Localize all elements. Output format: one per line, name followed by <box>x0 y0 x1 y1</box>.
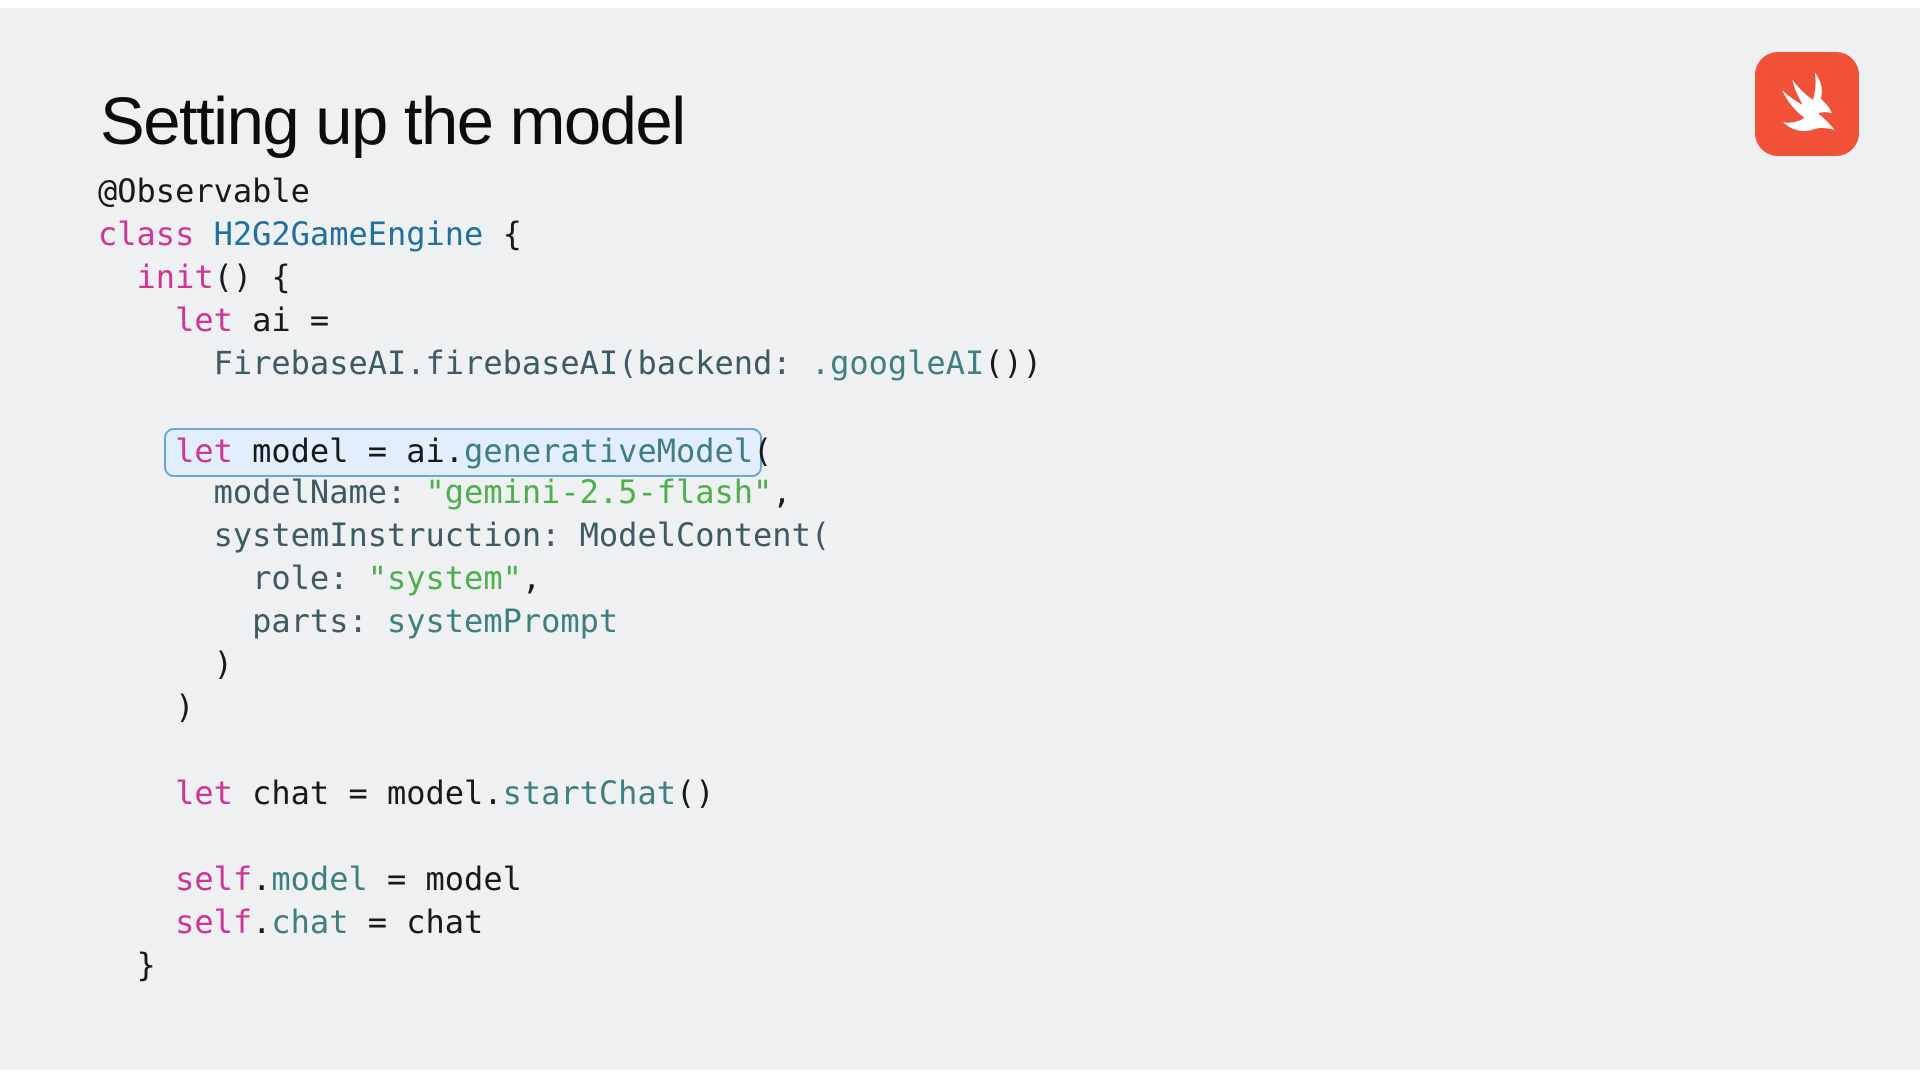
code-token-keyword: let <box>175 774 233 812</box>
code-token-plain: ()) <box>984 344 1043 382</box>
code-token-plain <box>98 344 214 382</box>
code-line: ) <box>98 686 1042 729</box>
code-token-plain: ) <box>98 645 233 683</box>
code-line <box>98 729 1042 772</box>
code-line: } <box>98 944 1042 987</box>
code-line: role: "system", <box>98 557 1042 600</box>
code-token-plain: , <box>772 473 792 511</box>
code-token-plain: ) <box>98 688 195 726</box>
code-token-plain <box>348 559 367 597</box>
code-line: systemInstruction: ModelContent( <box>98 514 1042 557</box>
page-title: Setting up the model <box>100 83 686 159</box>
code-line: let ai = <box>98 299 1042 342</box>
code-token-keyword: init <box>136 258 214 296</box>
code-token-type: H2G2GameEngine <box>213 215 484 253</box>
code-token-plain: = chat <box>348 903 484 941</box>
code-token-ident: modelName: <box>213 473 407 511</box>
code-token-keyword: let <box>175 301 233 339</box>
code-token-member: systemPrompt <box>386 602 619 640</box>
code-line: let chat = model.startChat() <box>98 772 1042 815</box>
code-token-ident: parts: <box>252 602 368 640</box>
code-token-plain <box>98 516 214 554</box>
code-token-plain <box>368 602 387 640</box>
code-line: self.chat = chat <box>98 901 1042 944</box>
code-token-plain: @Observable <box>98 172 310 210</box>
code-token-plain: . <box>252 860 272 898</box>
code-token-plain <box>406 473 425 511</box>
code-token-plain <box>98 473 214 511</box>
code-token-plain <box>98 774 175 812</box>
code-token-plain: . <box>252 903 272 941</box>
code-token-plain: { <box>483 215 522 253</box>
code-token-plain <box>98 903 175 941</box>
code-line: let model = ai.generativeModel( <box>98 428 1042 477</box>
code-token-member: model <box>271 860 368 898</box>
code-token-plain <box>98 258 137 296</box>
code-line: init() { <box>98 256 1042 299</box>
code-token-member: .googleAI <box>810 344 985 382</box>
code-token-string: "system" <box>367 559 522 597</box>
code-token-plain: , <box>521 559 542 597</box>
code-token-ident: role: <box>252 559 349 597</box>
code-token-plain <box>98 860 175 898</box>
bottom-edge-strip <box>0 1070 1920 1080</box>
code-token-plain: chat = model. <box>232 774 503 812</box>
swift-bird-icon <box>1782 72 1835 131</box>
top-edge-strip <box>0 0 1920 8</box>
code-token-plain <box>98 602 252 640</box>
code-line: self.model = model <box>98 858 1042 901</box>
code-token-keyword: let <box>175 432 233 470</box>
code-token-plain: () <box>675 774 715 812</box>
code-line: class H2G2GameEngine { <box>98 213 1042 256</box>
code-token-plain <box>98 559 252 597</box>
code-line: @Observable <box>98 170 1042 213</box>
code-token-plain: model = ai. <box>232 432 465 470</box>
code-token-plain: () { <box>213 258 291 296</box>
code-token-plain: } <box>98 946 156 984</box>
code-token-ident: systemInstruction: ModelContent( <box>213 516 831 554</box>
code-token-plain: = model <box>367 860 522 898</box>
code-token-plain: ( <box>753 432 773 470</box>
code-line <box>98 385 1042 428</box>
code-token-plain <box>194 215 213 253</box>
code-token-keyword: class <box>98 215 195 253</box>
code-token-member: generativeModel <box>464 432 754 470</box>
code-token-string: "gemini-2.5-flash" <box>425 473 773 511</box>
code-line <box>98 815 1042 858</box>
code-token-member: startChat <box>502 774 676 812</box>
code-line: modelName: "gemini-2.5-flash", <box>98 471 1042 514</box>
code-line: FirebaseAI.firebaseAI(backend: .googleAI… <box>98 342 1042 385</box>
code-token-plain <box>98 301 175 339</box>
code-line: ) <box>98 643 1042 686</box>
code-token-ident: FirebaseAI.firebaseAI(backend: <box>213 344 811 382</box>
swift-logo <box>1755 52 1859 156</box>
code-token-member: chat <box>271 903 349 941</box>
code-token-keyword: self <box>175 903 253 941</box>
highlight-box: let model = ai.generativeModel <box>164 428 763 477</box>
code-token-keyword: self <box>175 860 253 898</box>
code-line: parts: systemPrompt <box>98 600 1042 643</box>
code-token-plain: ai = <box>232 301 330 339</box>
